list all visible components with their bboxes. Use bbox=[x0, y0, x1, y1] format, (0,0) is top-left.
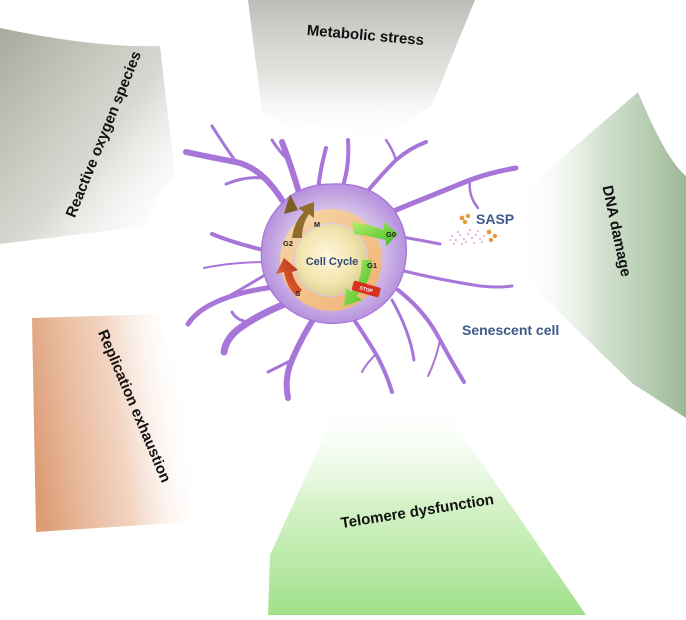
metabolic-stress-wedge bbox=[248, 0, 475, 144]
phase-m-label: M bbox=[314, 220, 320, 229]
telomere-dysfunction-wedge bbox=[268, 396, 586, 615]
m-arrow bbox=[284, 194, 298, 214]
g0-arrow bbox=[352, 222, 398, 246]
cell-cycle: STOP M G0 G2 G1 S Cell Cycle bbox=[276, 194, 398, 311]
stop-sign: STOP bbox=[351, 280, 381, 298]
reactive-oxygen-species-wedge bbox=[0, 28, 175, 244]
replication-exhaustion-wedge bbox=[32, 314, 190, 532]
g2-arrow bbox=[292, 202, 314, 238]
cell-cycle-ring bbox=[280, 209, 382, 311]
senescent-cell-label: Senescent cell bbox=[462, 322, 559, 338]
sasp-label: SASP bbox=[476, 211, 514, 227]
senescent-cell: STOP M G0 G2 G1 S Cell Cycle bbox=[183, 124, 559, 401]
dna-damage-wedge bbox=[517, 92, 686, 418]
stop-label: STOP bbox=[359, 285, 374, 295]
sasp-secretion: SASP bbox=[449, 211, 514, 245]
sasp-dots bbox=[459, 213, 498, 243]
phase-s-label: S bbox=[295, 289, 300, 298]
phase-g0-label: G0 bbox=[386, 230, 396, 239]
phase-g1-label: G1 bbox=[367, 261, 377, 270]
phase-g2-label: G2 bbox=[283, 239, 293, 248]
s-arrow bbox=[276, 258, 302, 296]
cell-cycle-label: Cell Cycle bbox=[306, 256, 359, 268]
nucleus bbox=[295, 224, 367, 296]
sasp-haze bbox=[449, 229, 485, 245]
